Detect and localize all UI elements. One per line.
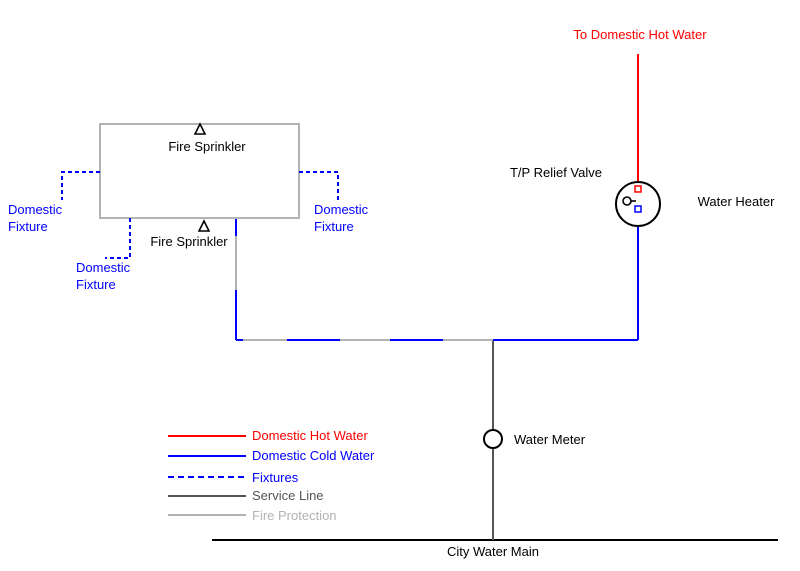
water-heater-symbol: [615, 181, 661, 227]
water-meter-symbol: [483, 429, 503, 449]
fixture-right-line: [299, 171, 339, 200]
fixture-left-label-2: Fixture: [8, 219, 48, 234]
fire-sprinkler-bottom-icon: [197, 219, 211, 232]
legend-fixtures-label: Fixtures: [252, 470, 299, 485]
hot-water-outlet-label: To Domestic Hot Water: [573, 27, 707, 42]
legend-hot-label: Domestic Hot Water: [252, 428, 368, 443]
fire-sprinkler-top-label: Fire Sprinkler: [168, 139, 246, 154]
fixture-right-label-1: Domestic: [314, 202, 369, 217]
fixture-bottom-line: [105, 218, 131, 259]
building-box: [99, 123, 300, 219]
legend-service-label: Service Line: [252, 488, 324, 503]
fixture-bottom-label-2: Fixture: [76, 277, 116, 292]
tp-relief-valve-label: T/P Relief Valve: [510, 165, 602, 180]
fixture-left-line: [61, 171, 100, 200]
fixture-right-label-2: Fixture: [314, 219, 354, 234]
water-heater-label: Water Heater: [698, 194, 775, 209]
city-water-main-label: City Water Main: [447, 544, 539, 559]
legend-fire-label: Fire Protection: [252, 508, 337, 523]
water-meter-label: Water Meter: [514, 432, 586, 447]
fixture-bottom-label-1: Domestic: [76, 260, 131, 275]
fire-sprinkler-bottom-label: Fire Sprinkler: [150, 234, 228, 249]
legend-cold-label: Domestic Cold Water: [252, 448, 375, 463]
heater-port-top: [634, 185, 642, 193]
tp-relief-valve-icon: [622, 196, 632, 206]
heater-port-bottom: [634, 205, 642, 213]
fire-sprinkler-top-icon: [193, 122, 207, 135]
fixture-left-label-1: Domestic: [8, 202, 63, 217]
